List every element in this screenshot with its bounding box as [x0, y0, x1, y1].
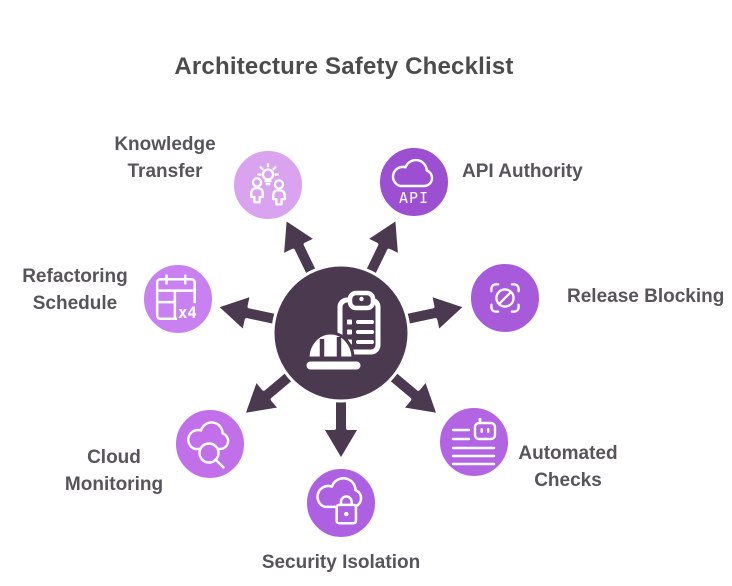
page-title: Architecture Safety Checklist: [174, 53, 514, 80]
release-blocking-circle: [468, 261, 542, 335]
automated-checks-circle: [437, 405, 511, 479]
node-label-refactoring-schedule: Refactoring Schedule: [22, 266, 128, 314]
blocked-scan-icon: [490, 283, 520, 313]
api-badge-text: API: [399, 189, 429, 207]
cloud-monitoring-circle: [173, 407, 247, 481]
node-label-security-isolation: Security Isolation: [261, 552, 421, 573]
node-label-cloud-monitoring: Cloud Monitoring: [64, 447, 164, 495]
node-label-automated-checks: Automated Checks: [518, 443, 618, 491]
x4-badge-text: x4: [178, 304, 197, 322]
cloud-lock-icon: [316, 477, 363, 525]
security-isolation-circle: [304, 466, 378, 540]
knowledge-transfer-circle: [231, 148, 305, 222]
cloud-api-icon: API: [391, 158, 434, 207]
node-label-release-blocking: Release Blocking: [567, 286, 725, 307]
cloud-search-icon: [187, 421, 230, 469]
hub-arrows-graphic: [213, 215, 469, 463]
hat-segment-gaps: [319, 337, 342, 359]
people-idea-icon: [250, 163, 286, 206]
node-label-api-authority: API Authority: [462, 161, 583, 182]
calendar-x4-icon: x4: [155, 274, 200, 323]
node-label-knowledge-transfer: Knowledge Transfer: [114, 134, 216, 182]
refactoring-schedule-circle: x4: [141, 262, 215, 336]
checklist-robot-icon: [451, 417, 497, 466]
hard-hat-clipboard-icon: [303, 290, 381, 373]
api-authority-circle: API: [377, 145, 451, 219]
badge-backdrop: [176, 303, 200, 323]
